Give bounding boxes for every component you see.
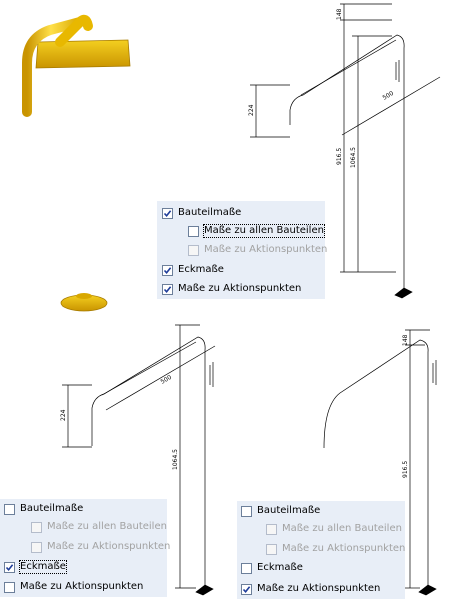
option-bauteilmasse[interactable]: Bauteilmaße bbox=[162, 205, 241, 221]
option-label: Eckmaße bbox=[178, 264, 224, 275]
option-label: Maße zu Aktionspunkten bbox=[20, 581, 144, 592]
option-masse-zu-allen-bauteilen[interactable]: Maße zu allen Bauteilen bbox=[188, 223, 325, 239]
wireframe-upper-right bbox=[250, 3, 441, 299]
option-label: Maße zu allen Bauteilen bbox=[203, 224, 325, 238]
pipe-left-leg bbox=[22, 17, 85, 117]
option-bauteilmasse[interactable]: Bauteilmaße bbox=[241, 503, 320, 519]
option-label: Eckmaße bbox=[257, 562, 303, 573]
option-masse-zu-aktionspunkten-sub[interactable]: Maße zu Aktionspunkten bbox=[266, 541, 405, 557]
checkmark-icon bbox=[163, 285, 172, 293]
option-masse-zu-aktionspunkten[interactable]: Maße zu Aktionspunkten bbox=[162, 281, 301, 297]
dim-lowerright-lower: 916.5 bbox=[402, 461, 409, 478]
dim-upper-bend: 224 bbox=[248, 104, 255, 116]
options-panel-lower-left: Bauteilmaße Maße zu allen Bauteilen Maße… bbox=[0, 499, 170, 597]
checkbox[interactable] bbox=[241, 583, 252, 595]
dim-lowerleft-total: 1064.5 bbox=[172, 449, 179, 470]
option-bauteilmasse[interactable]: Bauteilmaße bbox=[4, 501, 83, 517]
option-label: Bauteilmaße bbox=[178, 207, 242, 218]
option-label: Maße zu Aktionspunkten bbox=[257, 583, 381, 594]
checkmark-icon bbox=[163, 209, 172, 217]
wireframe-lower-right bbox=[323, 329, 437, 596]
option-eckmasse[interactable]: Eckmaße bbox=[4, 559, 67, 575]
checkbox[interactable] bbox=[4, 561, 15, 573]
option-eckmasse[interactable]: Eckmaße bbox=[162, 262, 224, 278]
dim-lowerright-top: 148 bbox=[402, 334, 409, 346]
dim-upper-width: 500 bbox=[382, 90, 396, 102]
options-panel-lower-right: Bauteilmaße Maße zu allen Bauteilen Maße… bbox=[237, 501, 405, 599]
checkbox[interactable] bbox=[188, 244, 199, 256]
checkbox[interactable] bbox=[266, 543, 277, 555]
dim-upper-lower: 916.5 bbox=[336, 148, 343, 165]
checkbox[interactable] bbox=[162, 283, 173, 295]
checkbox[interactable] bbox=[31, 521, 42, 533]
option-masse-zu-aktionspunkten[interactable]: Maße zu Aktionspunkten bbox=[4, 579, 143, 595]
option-masse-zu-allen-bauteilen[interactable]: Maße zu allen Bauteilen bbox=[31, 519, 167, 535]
option-label: Maße zu Aktionspunkten bbox=[282, 543, 406, 554]
dim-lowerleft-bend: 224 bbox=[60, 409, 67, 421]
checkbox[interactable] bbox=[31, 541, 42, 553]
checkbox[interactable] bbox=[266, 523, 277, 535]
checkbox[interactable] bbox=[241, 562, 252, 574]
option-eckmasse[interactable]: Eckmaße bbox=[241, 560, 303, 576]
base-collar bbox=[76, 293, 92, 299]
pipe-3d-model bbox=[22, 14, 131, 312]
option-label: Maße zu allen Bauteilen bbox=[282, 523, 402, 534]
dim-upper-total: 1064.5 bbox=[350, 147, 357, 168]
option-masse-zu-aktionspunkten-sub[interactable]: Maße zu Aktionspunkten bbox=[188, 242, 327, 258]
option-label: Eckmaße bbox=[19, 560, 67, 574]
option-label: Maße zu allen Bauteilen bbox=[47, 521, 167, 532]
checkbox[interactable] bbox=[162, 264, 173, 276]
checkmark-icon bbox=[242, 585, 251, 593]
option-label: Bauteilmaße bbox=[20, 503, 84, 514]
checkbox[interactable] bbox=[241, 505, 252, 517]
checkbox[interactable] bbox=[188, 225, 199, 237]
pipe-top-section bbox=[55, 14, 93, 47]
option-label: Maße zu Aktionspunkten bbox=[47, 541, 171, 552]
option-masse-zu-allen-bauteilen[interactable]: Maße zu allen Bauteilen bbox=[266, 521, 402, 537]
checkmark-icon bbox=[5, 563, 14, 571]
checkbox[interactable] bbox=[4, 581, 15, 593]
option-masse-zu-aktionspunkten[interactable]: Maße zu Aktionspunkten bbox=[241, 581, 380, 597]
checkbox[interactable] bbox=[4, 503, 15, 515]
option-masse-zu-aktionspunkten-sub[interactable]: Maße zu Aktionspunkten bbox=[31, 539, 170, 555]
dim-lowerleft-width: 500 bbox=[160, 374, 174, 386]
wireframe-lower-left bbox=[62, 324, 216, 596]
option-label: Maße zu Aktionspunkten bbox=[204, 244, 328, 255]
checkmark-icon bbox=[163, 266, 172, 274]
option-label: Bauteilmaße bbox=[257, 505, 321, 516]
option-label: Maße zu Aktionspunkten bbox=[178, 283, 302, 294]
dim-upper-top: 148 bbox=[336, 8, 343, 20]
checkbox[interactable] bbox=[162, 207, 173, 219]
options-panel-upper: Bauteilmaße Maße zu allen Bauteilen Maße… bbox=[157, 201, 327, 299]
